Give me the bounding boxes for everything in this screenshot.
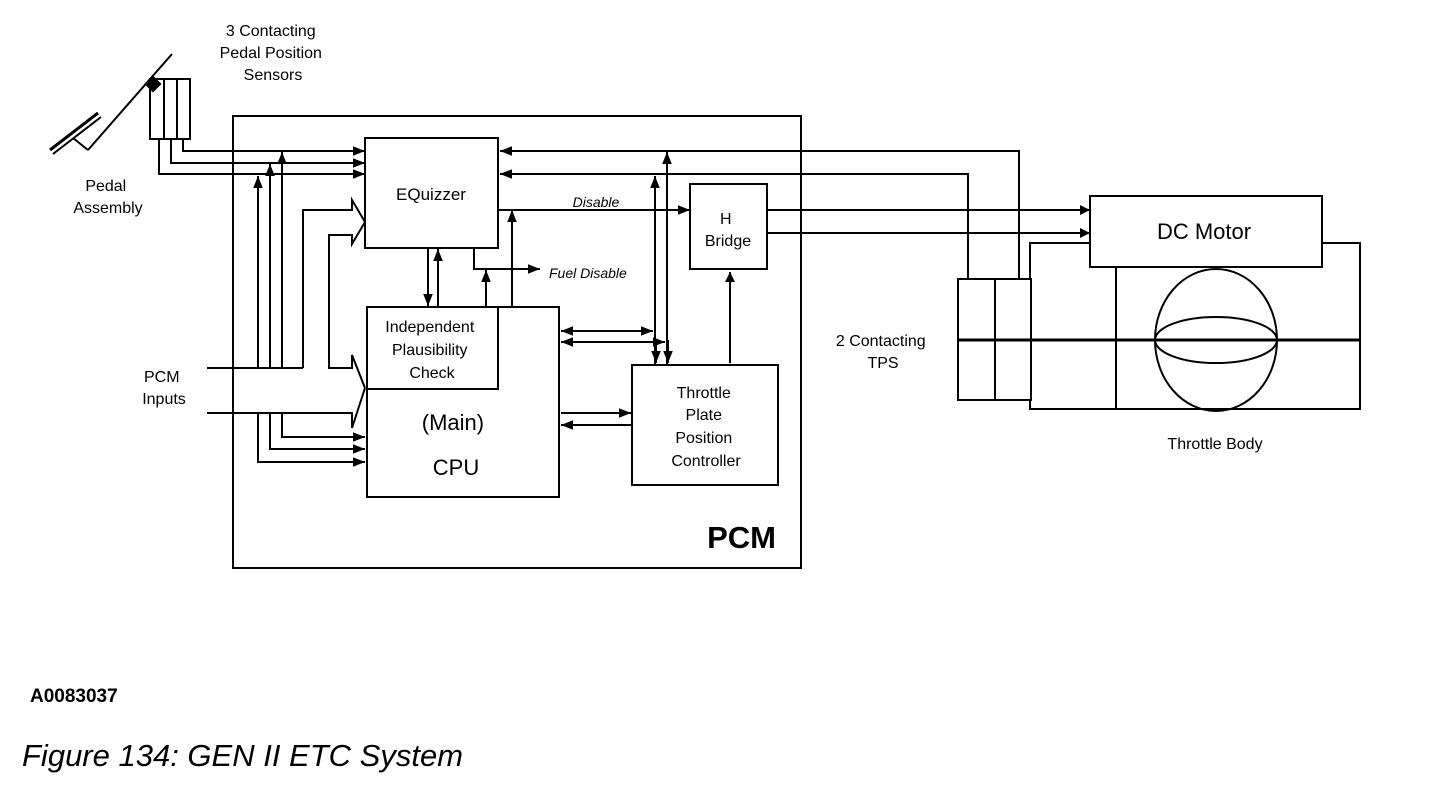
throttle-body-icon [957, 195, 1361, 412]
dc-motor-label: DC Motor [1157, 219, 1251, 244]
disable-label: Disable [573, 194, 620, 210]
plausibility-check-label: Independent Plausibility Check [385, 319, 478, 382]
h-bridge-box [689, 183, 768, 270]
pcm-inputs-bus [207, 196, 367, 568]
fuel-disable-label: Fuel Disable [549, 265, 627, 281]
plausibility-check-box [366, 306, 499, 390]
pedal-assembly-label: Pedal Assembly [73, 178, 142, 217]
equizzer-label: EQuizzer [396, 185, 466, 204]
throttle-plate-controller-label: Throttle Plate Position Controller [671, 385, 741, 470]
pcm-inputs-label: PCM Inputs [142, 369, 186, 408]
pcm-label: PCM [707, 520, 776, 555]
throttle-plate-controller-box [631, 364, 779, 486]
pedal-sensor-wires [158, 139, 365, 368]
h-bridge-label: H Bridge [705, 211, 751, 250]
equizzer-box [364, 137, 499, 249]
pedal-assembly-icon [49, 53, 191, 155]
throttle-body-label: Throttle Body [1167, 436, 1262, 453]
figure-caption: Figure 134: GEN II ETC System [22, 738, 464, 773]
pedal-sensors-label: 3 Contacting Pedal Position Sensors [220, 23, 327, 84]
figure-id: A0083037 [30, 686, 118, 707]
cpu-label: (Main) CPU [422, 410, 490, 480]
tps-label: 2 Contacting TPS [836, 333, 930, 372]
